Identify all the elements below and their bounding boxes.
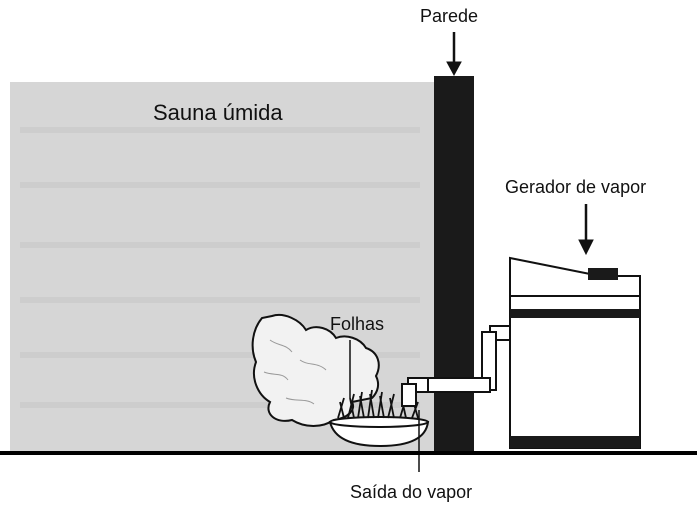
rock-texture bbox=[263, 339, 327, 405]
leaves-label: Folhas bbox=[330, 314, 385, 334]
wall-arrow bbox=[446, 32, 462, 77]
outlet-label: Saída do vapor bbox=[350, 482, 473, 502]
steam-generator bbox=[509, 256, 641, 449]
generator-band bbox=[510, 309, 640, 318]
wall bbox=[434, 76, 474, 454]
generator-knob bbox=[588, 268, 618, 280]
leaf-bowl bbox=[328, 421, 430, 448]
generator-base bbox=[510, 436, 640, 448]
generator-arrow bbox=[578, 204, 594, 256]
floor-line bbox=[0, 451, 697, 455]
steam-pipe bbox=[401, 325, 513, 407]
leaves bbox=[337, 389, 419, 419]
bowl-rim bbox=[329, 416, 429, 428]
generator-label: Gerador de vapor bbox=[505, 177, 647, 197]
rock bbox=[251, 314, 380, 427]
sauna-label: Sauna úmida bbox=[153, 100, 283, 125]
wall-label: Parede bbox=[420, 6, 479, 26]
